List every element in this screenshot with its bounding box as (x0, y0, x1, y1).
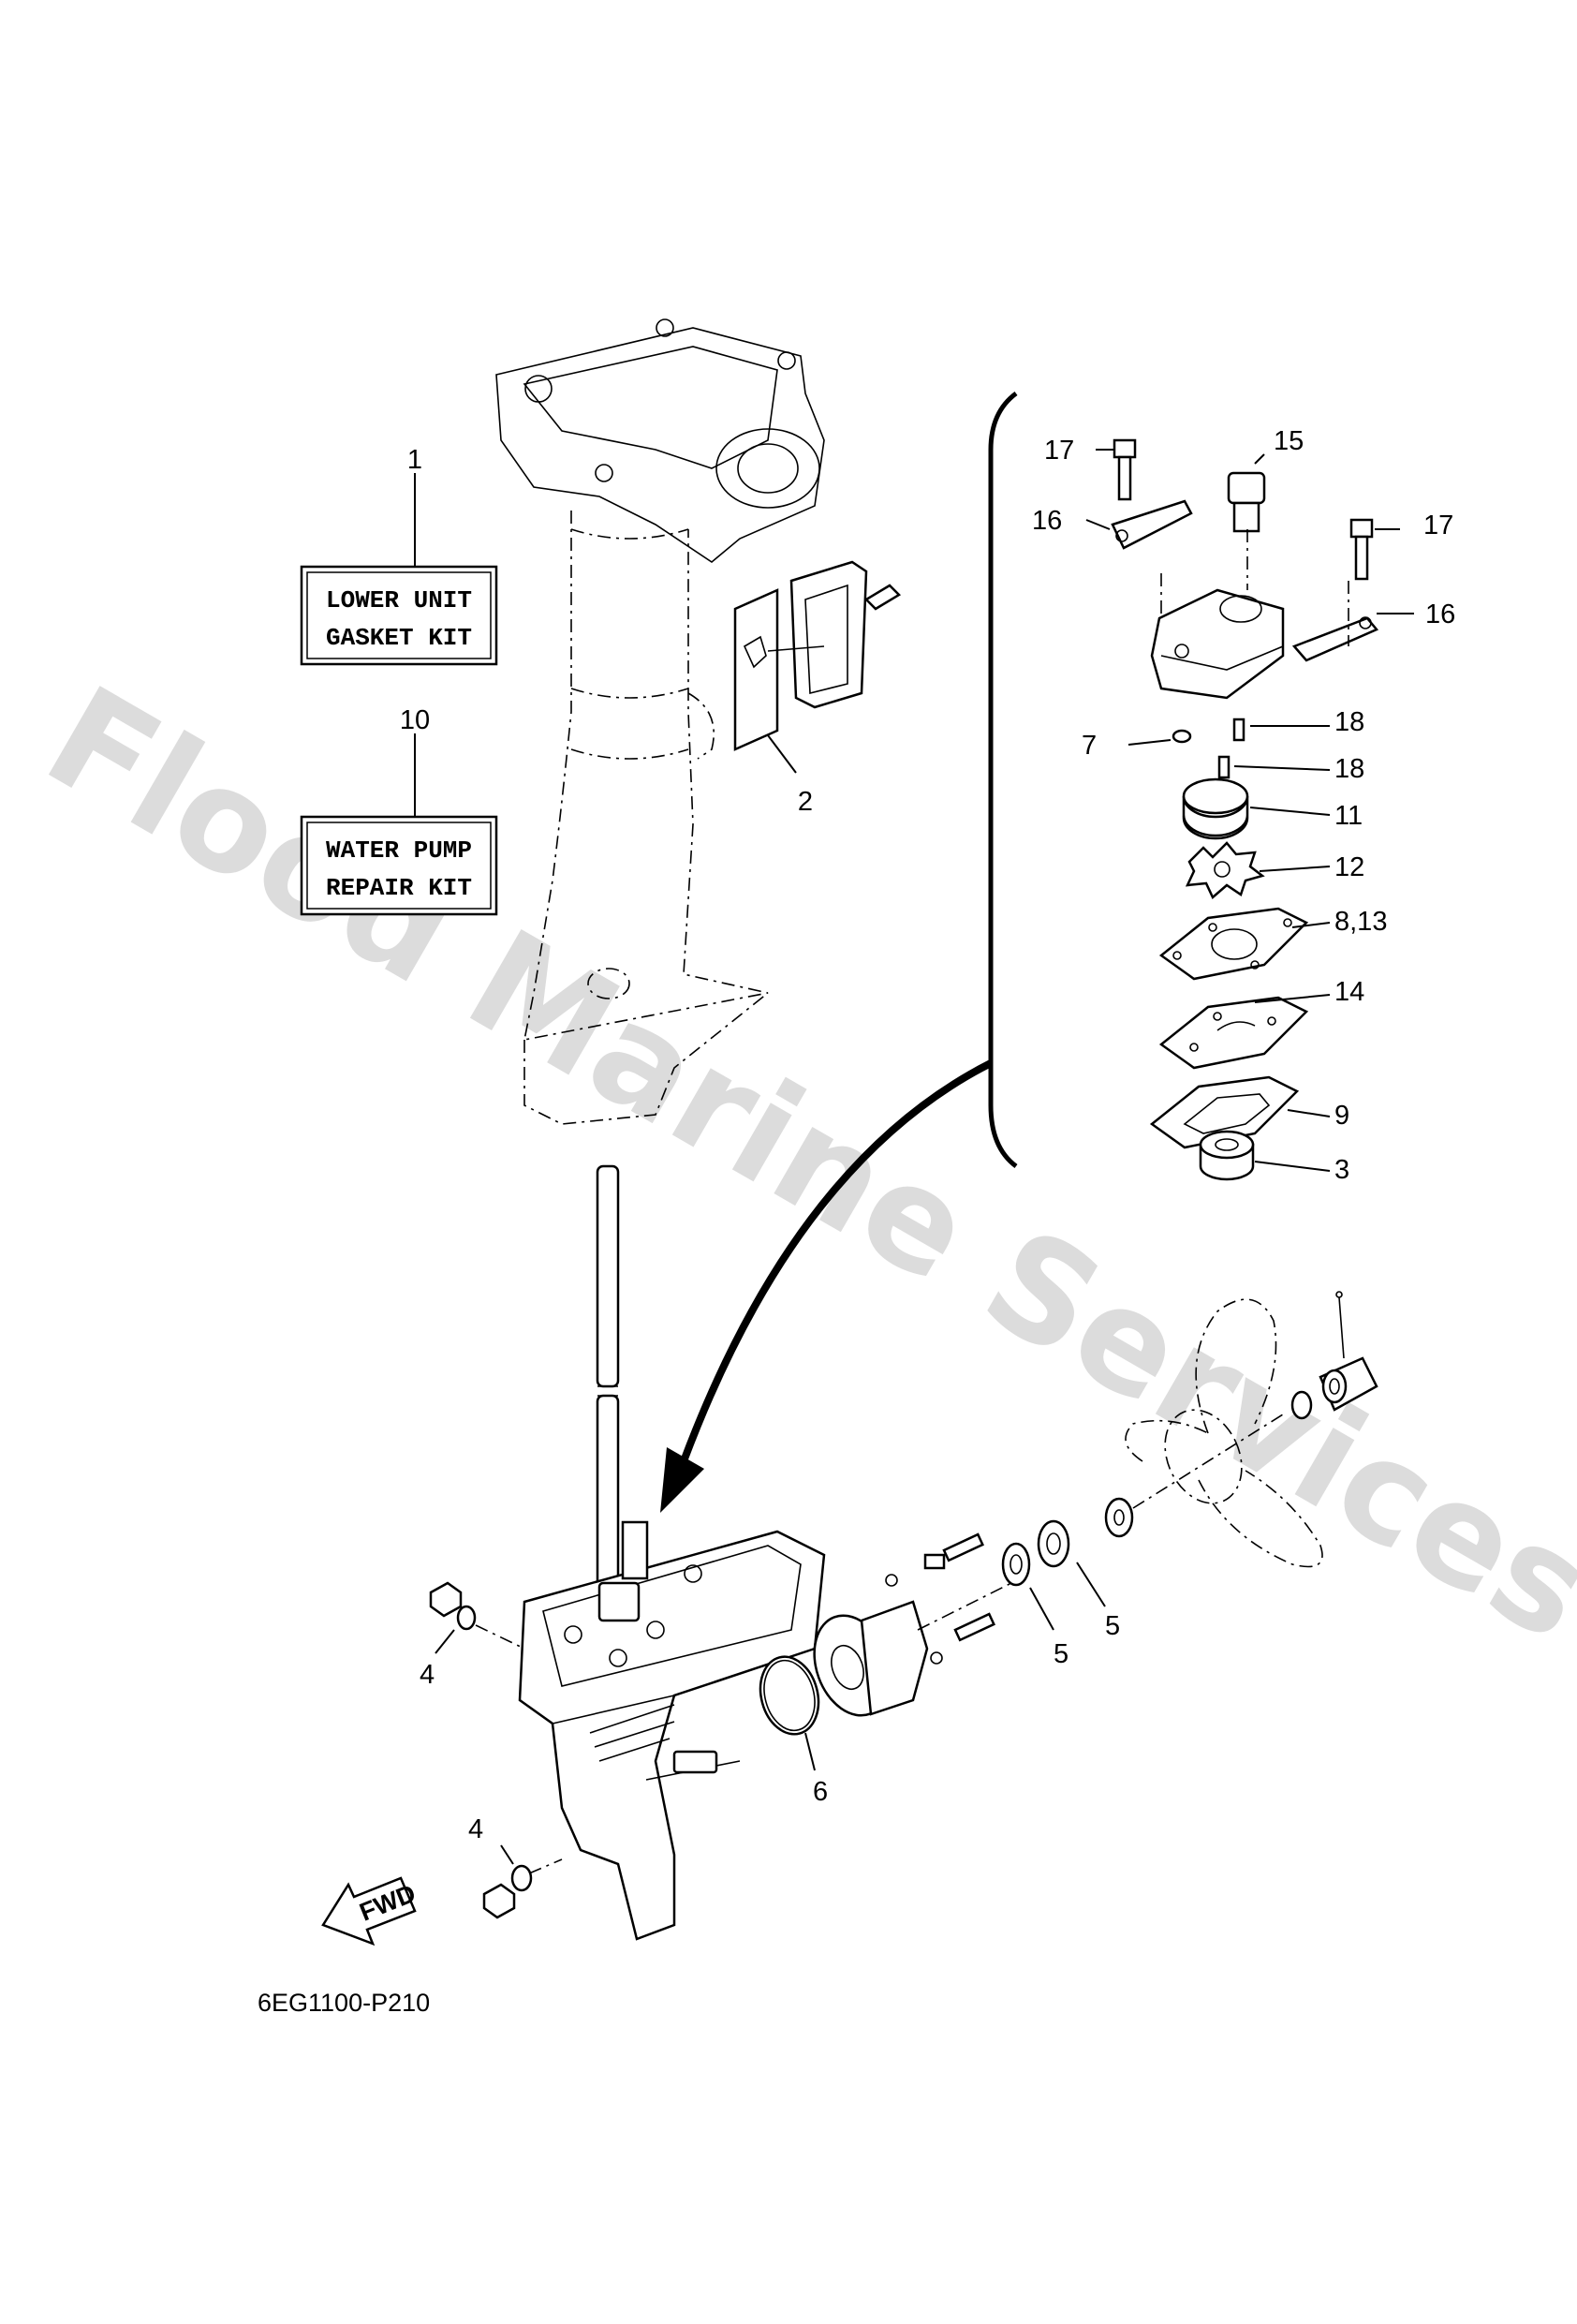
lower-unit (518, 1520, 826, 1941)
callout-number: 6 (813, 1777, 828, 1807)
part-4-top: 4 (420, 1581, 525, 1690)
kit-number: 10 (400, 705, 430, 735)
callout-number: 16 (1032, 506, 1062, 536)
callout-number: 15 (1274, 426, 1304, 456)
part-9-gasket: 9 (1149, 1075, 1349, 1149)
part-15: 15 (1227, 426, 1304, 533)
callout-number: 5 (1105, 1611, 1120, 1641)
callout-number: 4 (420, 1660, 435, 1690)
callout-number: 18 (1334, 707, 1364, 737)
part-2-cover: 2 (733, 560, 902, 817)
pump-housing (1150, 529, 1349, 700)
water-pump-repair-kit: 10 WATER PUMP REPAIR KIT (300, 705, 498, 916)
callout-number: 17 (1044, 436, 1074, 466)
callout-number: 5 (1054, 1639, 1069, 1669)
kit-line1: WATER PUMP (326, 836, 472, 865)
propeller (1104, 1291, 1378, 1568)
part-14-plate: 14 (1158, 977, 1364, 1070)
kit-line2: REPAIR KIT (326, 874, 472, 902)
callout-number: 3 (1334, 1155, 1349, 1185)
part-4-bottom: 4 (468, 1814, 563, 1919)
callout-number: 11 (1334, 801, 1363, 831)
callout-number: 8,13 (1334, 907, 1387, 937)
fwd-arrow: FWD (321, 1876, 420, 1947)
callout-number: 14 (1334, 977, 1364, 1007)
part-7: 7 (1082, 729, 1192, 761)
part-11-liner: 11 (1182, 777, 1363, 840)
water-pump-exploded: 17 16 15 17 16 (988, 391, 1455, 1185)
driveshaft (596, 1164, 620, 1594)
kit-line2: GASKET KIT (326, 624, 472, 652)
prop-shaft-housing (813, 1532, 1012, 1717)
kit-line1: LOWER UNIT (326, 586, 472, 614)
diagram-code: 6EG1100-P210 (258, 1989, 430, 2017)
kit-number: 1 (407, 445, 422, 475)
part-12-impeller: 12 (1185, 841, 1364, 900)
callout-number: 16 (1425, 600, 1455, 629)
part-8-13-gasket: 8,13 (1158, 907, 1387, 981)
part-5-spacers: 5 5 (1001, 1519, 1120, 1669)
bolt-17-right: 17 (1349, 511, 1453, 581)
pins-18: 18 18 (1217, 707, 1364, 784)
callout-number: 18 (1334, 754, 1364, 784)
callout-number: 7 (1082, 731, 1097, 761)
part-3-seal: 3 (1199, 1130, 1349, 1185)
callout-number: 9 (1334, 1101, 1349, 1131)
plate-16-right: 16 (1291, 600, 1455, 662)
bolt-17-left: 17 (1044, 436, 1137, 501)
upper-casing (495, 318, 825, 1125)
part-6-o-ring: 6 (759, 1655, 828, 1807)
lower-unit-gasket-kit: 1 LOWER UNIT GASKET KIT (300, 445, 498, 666)
callout-number: 2 (798, 787, 813, 817)
callout-number: 4 (468, 1814, 483, 1844)
callout-number: 12 (1334, 852, 1364, 882)
callout-number: 17 (1423, 511, 1453, 540)
pointer-arrow (660, 1059, 993, 1513)
plate-16-left: 16 (1032, 499, 1193, 550)
